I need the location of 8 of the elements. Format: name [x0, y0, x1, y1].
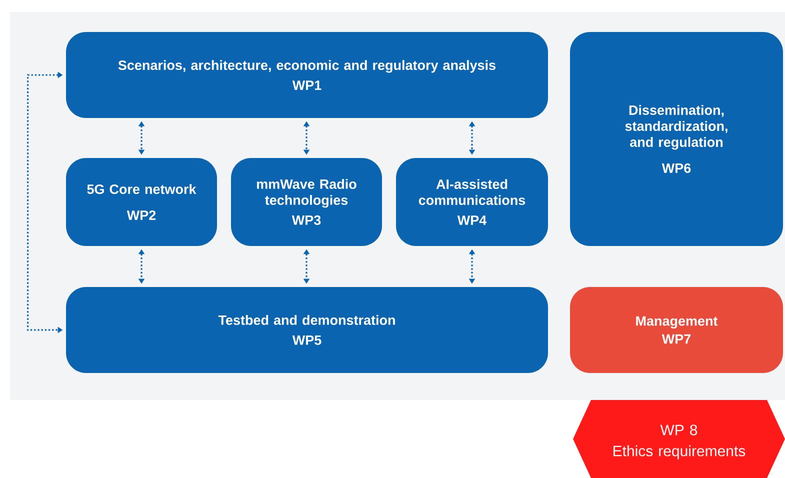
hexagon-box: WP 8 Ethics requirements [573, 400, 785, 478]
process-box: Management WP7 [570, 286, 783, 373]
process-box: 5G Core network WP2 [66, 158, 217, 246]
process-box: AI-assisted communications WP4 [396, 158, 548, 246]
process-box: Scenarios, architecture, economic and regulatory analysis WP1 [66, 32, 548, 118]
process-box: Dissemination, standardization, and regulation WP6 [570, 32, 783, 246]
process-box: mmWave Radio technologies WP3 [231, 158, 382, 246]
process-box: Testbed and demonstration WP5 [66, 286, 548, 373]
